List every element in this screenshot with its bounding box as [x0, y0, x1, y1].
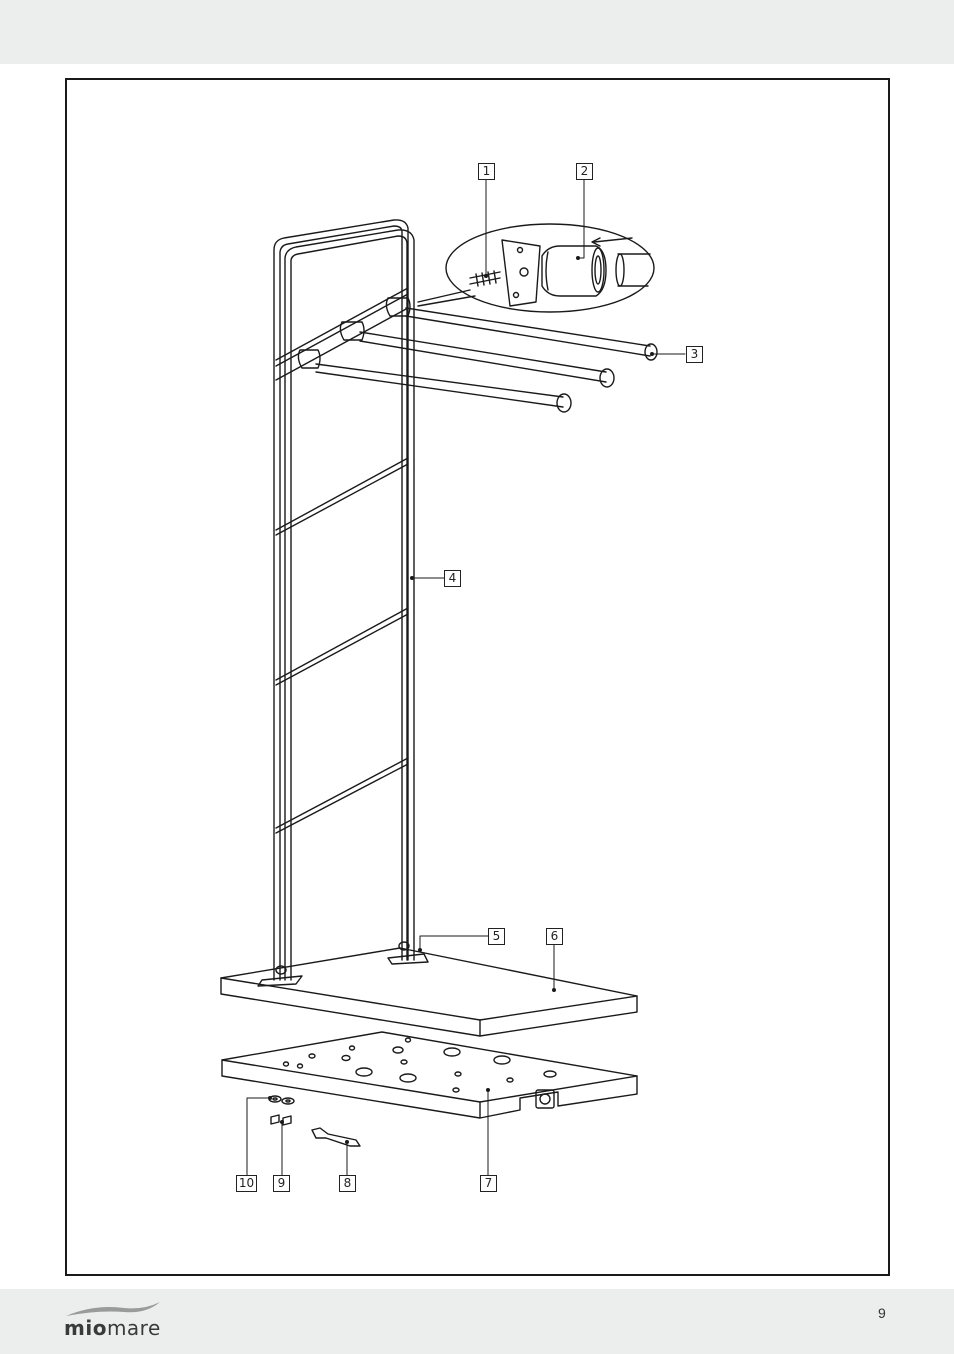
- brand-suffix: mare: [107, 1316, 161, 1340]
- callout-3: 3: [686, 346, 703, 363]
- callout-8: 8: [339, 1175, 356, 1192]
- detail-inset: [418, 224, 654, 312]
- page-number: 9: [878, 1305, 886, 1321]
- stand-frame: [274, 220, 414, 980]
- callout-2: 2: [576, 163, 593, 180]
- callout-6: 6: [546, 928, 563, 945]
- towel-arms: [298, 298, 657, 412]
- leader-lines: [247, 180, 685, 1175]
- callout-5: 5: [488, 928, 505, 945]
- callout-10: 10: [236, 1175, 257, 1192]
- callout-9: 9: [273, 1175, 290, 1192]
- brand-logo: miomare: [64, 1298, 164, 1342]
- base-plate: [221, 942, 637, 1036]
- callout-1: 1: [478, 163, 495, 180]
- callout-7: 7: [480, 1175, 497, 1192]
- bottom-plate: [222, 1032, 637, 1118]
- callout-4: 4: [444, 570, 461, 587]
- brand-prefix: mio: [64, 1316, 107, 1340]
- brand-name: miomare: [64, 1316, 161, 1340]
